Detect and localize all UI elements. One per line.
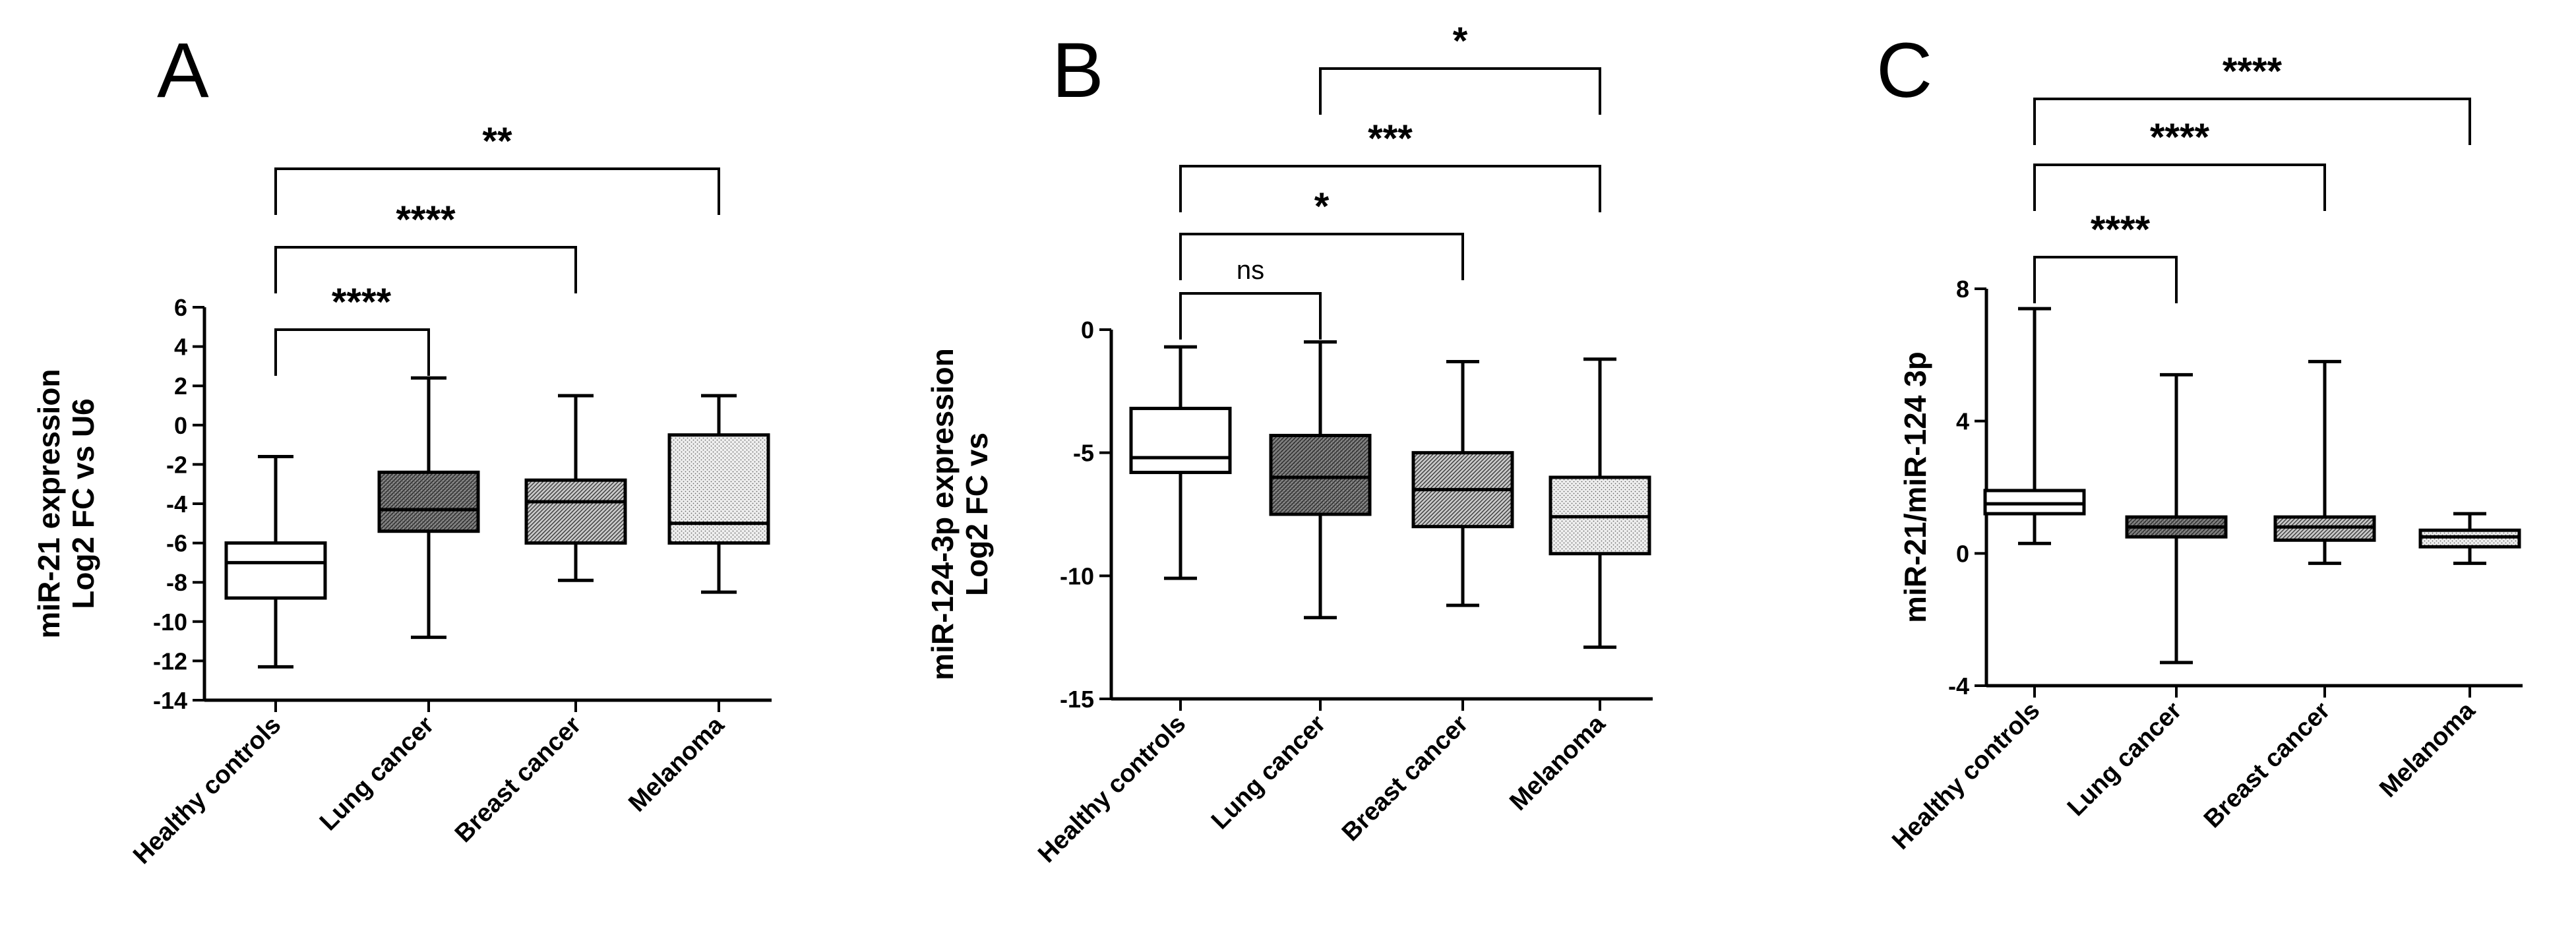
y-axis-label: miR-124-3p expression [925, 348, 960, 680]
y-tick-label: 0 [1956, 540, 1969, 567]
y-tick-label: -6 [166, 530, 187, 557]
significance-bracket [274, 246, 577, 293]
x-tick-label: Healthy controls [1033, 710, 1191, 868]
box-iqr [224, 541, 327, 600]
y-axis-label: miR-21 expression [32, 369, 66, 638]
box-iqr [2273, 515, 2376, 542]
y-tick-label: -15 [1060, 686, 1094, 713]
x-tick-label: Melanoma [2374, 696, 2481, 803]
x-tick-label: Lung cancer [2062, 697, 2188, 822]
significance-label: ns [1237, 256, 1264, 285]
y-tick-label: 0 [174, 412, 187, 439]
significance-label: * [1453, 20, 1468, 63]
y-tick-label: -2 [166, 451, 187, 478]
significance-label: *** [1368, 117, 1413, 160]
panel-letter-c: C [1876, 27, 1932, 114]
box-iqr [1129, 406, 1232, 475]
x-tick-label: Breast cancer [1337, 710, 1474, 847]
significance-bracket [1179, 233, 1464, 280]
y-tick-label: -14 [153, 687, 187, 714]
significance-bracket [2033, 164, 2326, 211]
x-tick-label: Melanoma [623, 711, 730, 818]
significance-label: **** [2150, 116, 2210, 159]
box-iqr [1983, 489, 2086, 516]
significance-bracket [1179, 292, 1322, 340]
y-axis-label: Log2 FC vs U6 [66, 398, 100, 609]
y-tick-label: 6 [174, 294, 187, 321]
box-iqr [2418, 528, 2521, 549]
y-tick-label: 8 [1956, 276, 1969, 303]
box-iqr [377, 470, 480, 533]
x-tick-label: Healthy controls [128, 711, 286, 870]
x-tick-label: Breast cancer [2199, 697, 2336, 834]
significance-label: * [1314, 185, 1330, 228]
box-iqr [667, 433, 770, 545]
y-tick-label: -8 [166, 569, 187, 596]
y-tick-label: -4 [166, 491, 187, 518]
y-tick-label: -12 [153, 647, 187, 674]
significance-label: **** [2091, 208, 2151, 251]
y-tick-label: 2 [174, 373, 187, 400]
significance-bracket [2033, 256, 2178, 303]
significance-label: **** [2223, 50, 2283, 93]
y-tick-label: -5 [1073, 440, 1094, 467]
significance-bracket [1179, 165, 1601, 212]
significance-bracket [274, 328, 430, 376]
y-tick-label: 4 [174, 334, 187, 361]
panel-letter-b: B [1052, 27, 1104, 114]
panel-letter-a: A [157, 27, 209, 114]
y-tick-label: -4 [1948, 673, 1969, 700]
y-tick-label: -10 [153, 609, 187, 636]
x-tick-label: Melanoma [1504, 709, 1611, 816]
box-iqr [1269, 434, 1372, 516]
x-tick-label: Lung cancer [1206, 710, 1332, 835]
significance-label: ** [482, 120, 512, 163]
significance-bracket [274, 167, 720, 215]
box-iqr [524, 478, 627, 545]
y-axis-label: miR-21/miR-124 3p [1898, 351, 1932, 623]
significance-label: **** [396, 198, 456, 241]
significance-label: **** [332, 281, 392, 324]
y-tick-label: 4 [1956, 408, 1969, 435]
significance-bracket [1319, 67, 1601, 115]
significance-bracket [2033, 98, 2471, 145]
y-tick-label: 0 [1081, 316, 1094, 344]
y-tick-label: -10 [1060, 562, 1094, 589]
x-tick-label: Lung cancer [315, 711, 440, 837]
y-axis-label: Log2 FC vs [960, 433, 994, 596]
x-tick-label: Breast cancer [450, 711, 587, 849]
x-tick-label: Healthy controls [1887, 697, 2045, 855]
